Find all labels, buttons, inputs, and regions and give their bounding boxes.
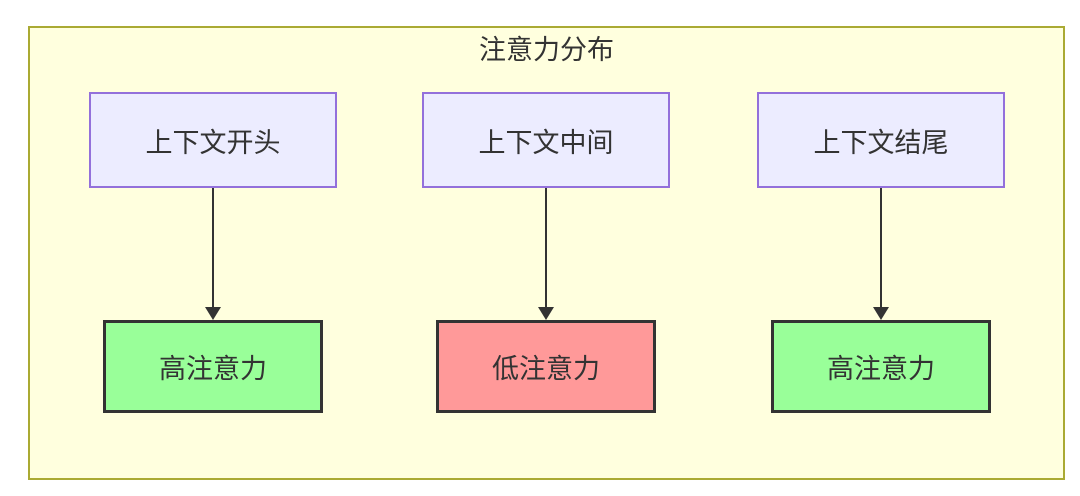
attention-distribution-group: 注意力分布 上下文开头 高注意力 上下文中间 低注意力 (28, 26, 1065, 480)
node-context-start-label: 上下文开头 (145, 127, 281, 158)
node-high-attention-right: 高注意力 (771, 320, 991, 413)
arrowhead-down-icon (538, 307, 554, 320)
arrowhead-down-icon (205, 307, 221, 320)
arrow-context-start-to-result (205, 188, 221, 320)
arrowhead-down-icon (873, 307, 889, 320)
node-high-attention-right-label: 高注意力 (827, 354, 935, 384)
node-context-end: 上下文结尾 (757, 92, 1005, 188)
arrow-line (212, 188, 214, 307)
node-low-attention-middle: 低注意力 (436, 320, 656, 413)
flow-column-context-start: 上下文开头 高注意力 (89, 92, 337, 413)
arrow-line (880, 188, 882, 307)
arrow-context-middle-to-result (538, 188, 554, 320)
node-low-attention-middle-label: 低注意力 (492, 354, 600, 384)
flow-column-context-middle: 上下文中间 低注意力 (422, 92, 670, 413)
diagram-title: 注意力分布 (479, 35, 614, 65)
node-context-middle-label: 上下文中间 (478, 127, 614, 158)
node-context-end-label: 上下文结尾 (813, 127, 949, 158)
flow-column-context-end: 上下文结尾 高注意力 (757, 92, 1005, 413)
node-high-attention-left-label: 高注意力 (159, 354, 267, 384)
arrow-line (545, 188, 547, 307)
node-context-middle: 上下文中间 (422, 92, 670, 188)
node-context-start: 上下文开头 (89, 92, 337, 188)
arrow-context-end-to-result (873, 188, 889, 320)
node-high-attention-left: 高注意力 (103, 320, 323, 413)
